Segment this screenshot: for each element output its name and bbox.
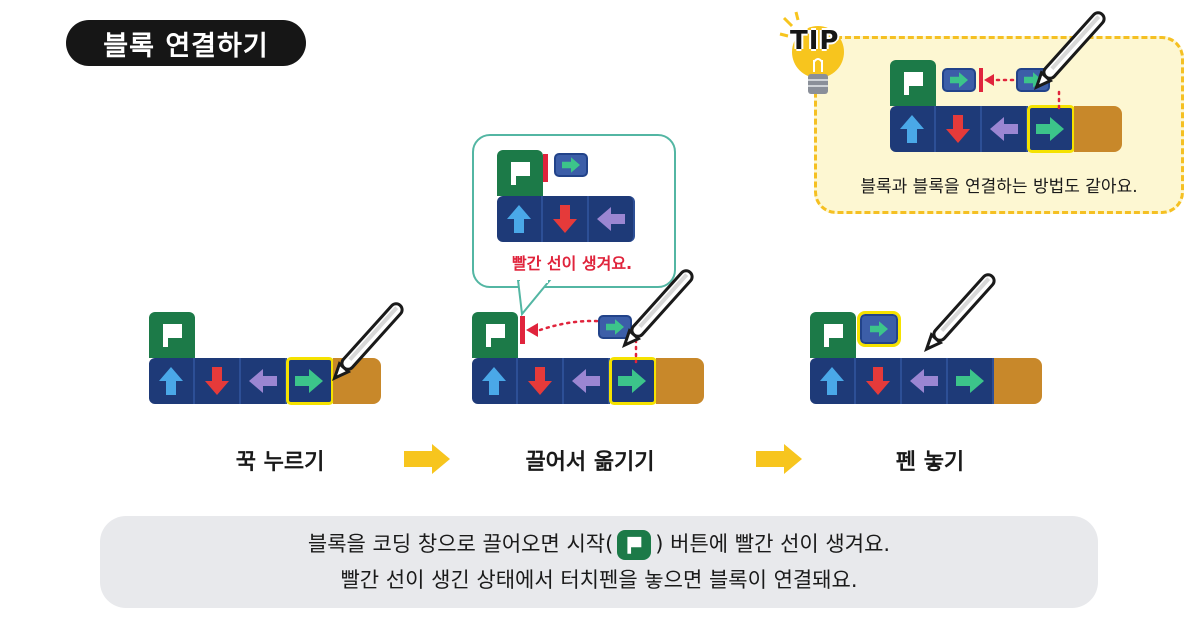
note-line2: 빨간 선이 생긴 상태에서 터치펜을 놓으면 블록이 연결돼요. (340, 568, 858, 592)
bubble-diagram (497, 150, 635, 242)
right-arrow-icon (562, 157, 580, 173)
flag-icon (511, 162, 530, 185)
lightbulb-icon (779, 11, 844, 94)
up-arrow-block (810, 358, 856, 404)
drag-path-dots (979, 68, 1061, 110)
note-line1: 블록을 코딩 창으로 끌어오면 시작() 버튼에 빨간 선이 생겨요. (308, 526, 890, 562)
right-arrow-block-empty-slot (609, 357, 657, 405)
right-arrow-icon (950, 72, 968, 88)
right-arrow-icon (870, 321, 888, 337)
up-arrow-block (149, 358, 195, 404)
down-arrow-block (195, 358, 241, 404)
step2-diagram (472, 312, 704, 405)
right-arrow-icon (956, 369, 984, 393)
block-tail (994, 358, 1042, 404)
left-arrow-icon (910, 369, 938, 393)
step1-caption: 꾹 누르기 (235, 450, 325, 475)
up-arrow-icon (820, 367, 844, 395)
tip-diagram (890, 60, 1122, 153)
up-arrow-icon (482, 367, 506, 395)
up-arrow-block (472, 358, 518, 404)
up-arrow-icon (900, 115, 924, 143)
touch-pen-icon (618, 266, 697, 351)
dragged-block (598, 315, 632, 339)
flag-icon (824, 324, 843, 347)
up-arrow-block (497, 196, 543, 242)
instruction-note: 블록을 코딩 창으로 끌어오면 시작() 버튼에 빨간 선이 생겨요. 빨간 선… (100, 516, 1098, 608)
step2-caption: 끌어서 옮기기 (525, 450, 655, 475)
step-arrow-icon (404, 444, 450, 474)
bubble-caption: 빨간 선이 생겨요. (511, 254, 633, 273)
red-connection-line (543, 154, 548, 182)
left-arrow-block (982, 106, 1028, 152)
start-block (149, 312, 195, 358)
flag-icon (163, 324, 182, 347)
bubble-tail (516, 280, 552, 317)
down-arrow-block (936, 106, 982, 152)
left-arrow-icon (249, 369, 277, 393)
left-arrow-block (589, 196, 635, 242)
tip-text: 블록과 블록을 연결하는 방법도 같아요. (860, 177, 1138, 197)
start-block (810, 312, 856, 358)
tip-badge: TIP (790, 26, 840, 56)
left-arrow-block (241, 358, 287, 404)
down-arrow-icon (866, 367, 890, 395)
start-block (890, 60, 936, 106)
touch-pen-icon (920, 270, 999, 355)
touch-pen-icon (328, 299, 407, 384)
right-arrow-block-selected (286, 357, 334, 405)
down-arrow-icon (553, 205, 577, 233)
down-arrow-icon (205, 367, 229, 395)
flag-icon (904, 72, 923, 95)
block-tail (1074, 106, 1122, 152)
start-block (497, 150, 543, 196)
dragged-block (554, 153, 588, 177)
connected-block (857, 311, 901, 347)
down-arrow-icon (946, 115, 970, 143)
up-arrow-icon (159, 367, 183, 395)
page-title: 블록 연결하기 (66, 20, 306, 66)
touch-pen-icon (1030, 8, 1109, 93)
left-arrow-icon (990, 117, 1018, 141)
step3-caption: 펜 놓기 (895, 450, 965, 475)
down-arrow-block (518, 358, 564, 404)
right-arrow-block (948, 358, 994, 404)
start-button-icon (617, 530, 652, 560)
up-arrow-block (890, 106, 936, 152)
block-tail (656, 358, 704, 404)
down-arrow-block (543, 196, 589, 242)
up-arrow-icon (507, 205, 531, 233)
right-arrow-icon (1036, 117, 1064, 141)
left-arrow-block (564, 358, 610, 404)
left-arrow-icon (597, 207, 625, 231)
attached-block (942, 68, 976, 92)
step-arrow-icon (756, 444, 802, 474)
left-arrow-block (902, 358, 948, 404)
right-arrow-block-selected (1027, 105, 1075, 153)
step3-diagram (810, 311, 1042, 404)
start-block (472, 312, 518, 358)
down-arrow-block (856, 358, 902, 404)
flag-icon (486, 324, 505, 347)
